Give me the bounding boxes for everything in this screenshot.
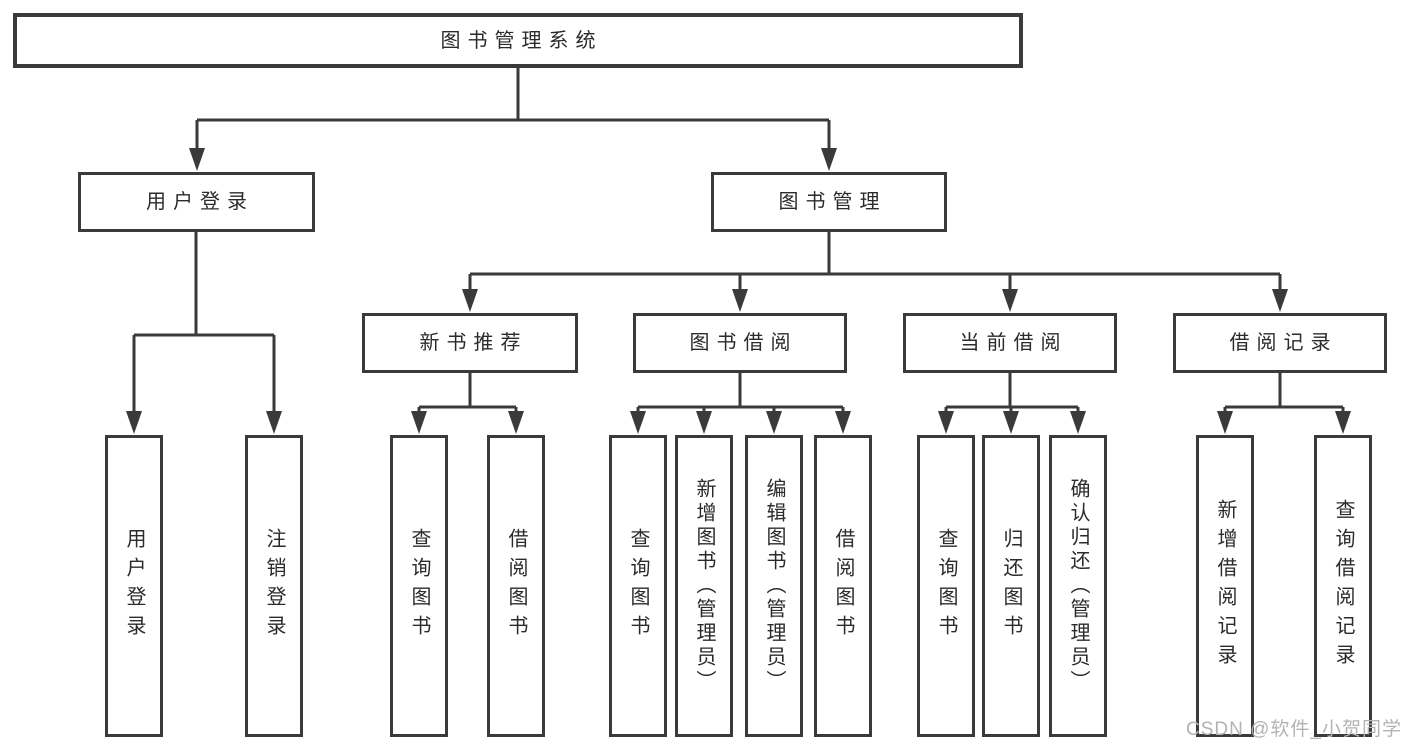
node-new-book-recommend: 新书推荐 <box>362 313 578 373</box>
arrowhead <box>1002 289 1018 312</box>
leaf-confirm-return-admin: 确认归还（管理员） <box>1049 435 1107 737</box>
connector-book-borrow-children <box>636 373 845 414</box>
arrowhead <box>821 148 837 171</box>
node-book-borrowing: 图书借阅 <box>633 313 847 373</box>
arrowhead <box>630 411 646 434</box>
arrowhead <box>266 411 282 434</box>
node-user-login: 用户登录 <box>78 172 315 232</box>
connector-current-borrow-children <box>944 373 1080 414</box>
leaf-return-books: 归还图书 <box>982 435 1040 737</box>
arrowhead <box>126 411 142 434</box>
node-borrowing-records: 借阅记录 <box>1173 313 1387 373</box>
leaf-query-borrow-record: 查询借阅记录 <box>1314 435 1372 737</box>
arrowhead <box>189 148 205 171</box>
leaf-add-borrow-record: 新增借阅记录 <box>1196 435 1254 737</box>
arrowhead <box>411 411 427 434</box>
leaf-borrow-books-2: 借阅图书 <box>814 435 872 737</box>
arrowhead <box>1070 411 1086 434</box>
connector-user-login-children <box>132 232 276 412</box>
connector-borrow-record-children <box>1223 373 1345 414</box>
arrowhead <box>938 411 954 434</box>
leaf-user-login: 用户登录 <box>105 435 163 737</box>
leaf-borrow-books-1: 借阅图书 <box>487 435 545 737</box>
arrowhead <box>696 411 712 434</box>
arrowhead <box>766 411 782 434</box>
leaf-query-books-1: 查询图书 <box>390 435 448 737</box>
leaf-query-books-2: 查询图书 <box>609 435 667 737</box>
leaf-add-books-admin: 新增图书（管理员） <box>675 435 733 737</box>
node-current-borrowing: 当前借阅 <box>903 313 1117 373</box>
arrowhead <box>1272 289 1288 312</box>
arrowhead <box>1217 411 1233 434</box>
arrowhead <box>508 411 524 434</box>
arrowhead <box>1003 411 1019 434</box>
arrowhead <box>835 411 851 434</box>
arrowhead <box>462 289 478 312</box>
arrowheads <box>126 148 1351 434</box>
leaf-edit-books-admin: 编辑图书（管理员） <box>745 435 803 737</box>
connector-root-to-level2 <box>195 68 831 150</box>
leaf-query-books-3: 查询图书 <box>917 435 975 737</box>
arrowhead <box>1335 411 1351 434</box>
connector-new-book-children <box>417 373 518 414</box>
node-book-management: 图书管理 <box>711 172 947 232</box>
connector-book-mgmt-to-level3 <box>468 232 1282 291</box>
arrowhead <box>732 289 748 312</box>
leaf-logout: 注销登录 <box>245 435 303 737</box>
node-root: 图书管理系统 <box>13 13 1023 68</box>
